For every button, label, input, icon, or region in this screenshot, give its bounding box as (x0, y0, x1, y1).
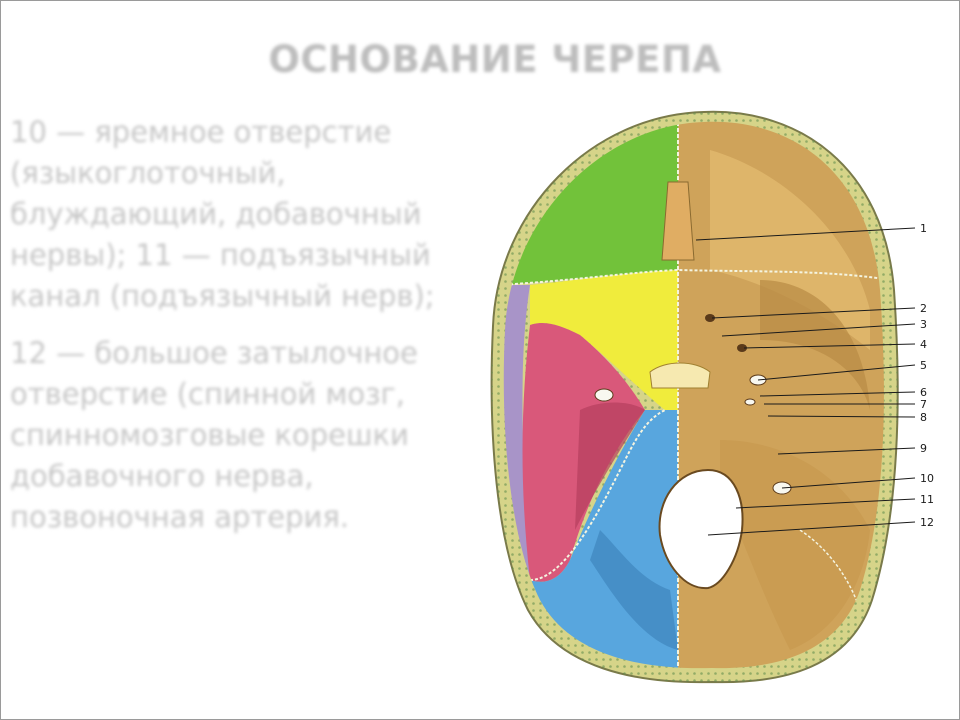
label-5: 5 (920, 359, 927, 372)
sphenoid-bone-region (530, 270, 678, 410)
skull-base-illustration: 1 2 3 4 5 6 7 8 9 10 11 12 (460, 110, 960, 720)
skull-base-drawing: 1 2 3 4 5 6 7 8 9 10 11 12 (490, 110, 934, 684)
frontal-bone-region (503, 121, 678, 285)
label-3: 3 (920, 318, 927, 331)
label-8: 8 (920, 411, 927, 424)
label-7: 7 (920, 398, 927, 411)
label-11: 11 (920, 493, 934, 506)
sella-turcica (649, 362, 711, 389)
slide-title: ОСНОВАНИЕ ЧЕРЕПА (268, 38, 722, 81)
foramen-magnum (658, 468, 744, 590)
crista-galli (661, 181, 695, 261)
paragraph-foramina-10-11: 10 — яремное отверстие (языкоглоточный, … (10, 115, 435, 313)
label-10: 10 (920, 472, 934, 485)
label-9: 9 (920, 442, 927, 455)
label-2: 2 (920, 302, 927, 315)
label-6: 6 (920, 386, 927, 399)
slide-body-text: 10 — яремное отверстие (языкоглоточный, … (10, 112, 455, 554)
label-4: 4 (920, 338, 927, 351)
paragraph-foramen-12: 12 — большое затылочное отверстие (спинн… (10, 336, 418, 534)
label-1: 1 (920, 222, 927, 235)
label-12: 12 (920, 516, 934, 529)
